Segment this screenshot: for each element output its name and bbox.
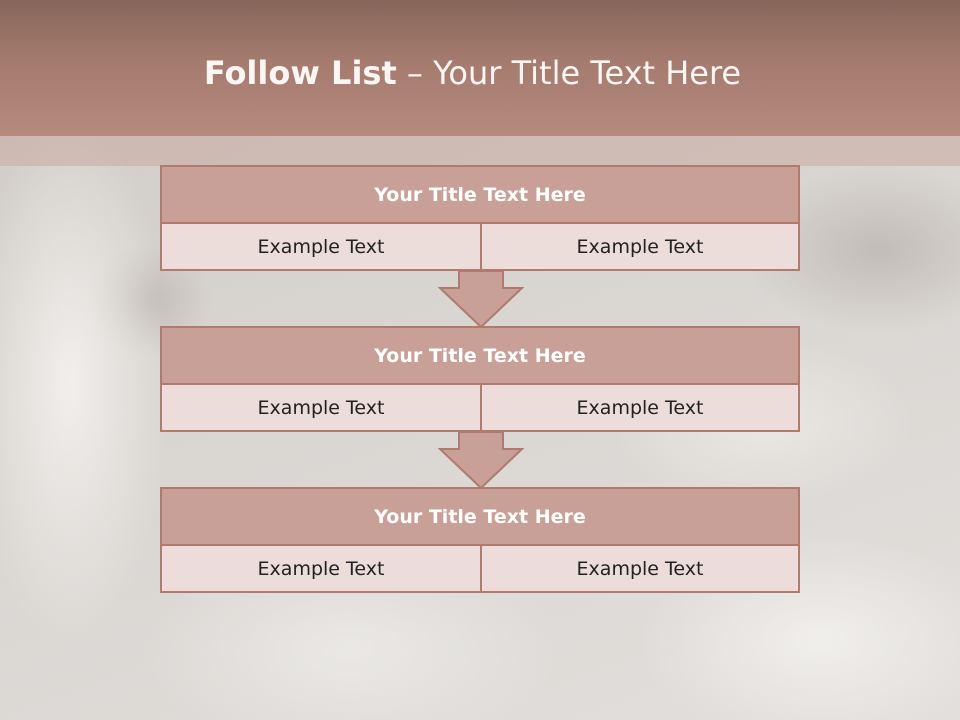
step-1-right-text: Example Text (482, 224, 798, 269)
step-box-1: Your Title Text Here Example Text Exampl… (160, 165, 800, 271)
step-1-left-text: Example Text (162, 224, 482, 269)
step-3-right-text: Example Text (482, 546, 798, 591)
header-band (0, 136, 960, 166)
step-3-left-text: Example Text (162, 546, 482, 591)
slide-title: Follow List – Your Title Text Here (0, 54, 945, 92)
slide-title-rest: – Your Title Text Here (396, 54, 742, 92)
step-title-1: Your Title Text Here (162, 167, 798, 224)
step-box-3: Your Title Text Here Example Text Exampl… (160, 487, 800, 593)
header-bar (0, 0, 960, 136)
step-2-right-text: Example Text (482, 385, 798, 430)
step-2-left-text: Example Text (162, 385, 482, 430)
step-box-2: Your Title Text Here Example Text Exampl… (160, 326, 800, 432)
step-title-3: Your Title Text Here (162, 489, 798, 546)
down-arrow-icon (438, 431, 524, 489)
slide-title-bold: Follow List (203, 54, 397, 92)
step-title-2: Your Title Text Here (162, 328, 798, 385)
down-arrow-icon (438, 270, 524, 328)
